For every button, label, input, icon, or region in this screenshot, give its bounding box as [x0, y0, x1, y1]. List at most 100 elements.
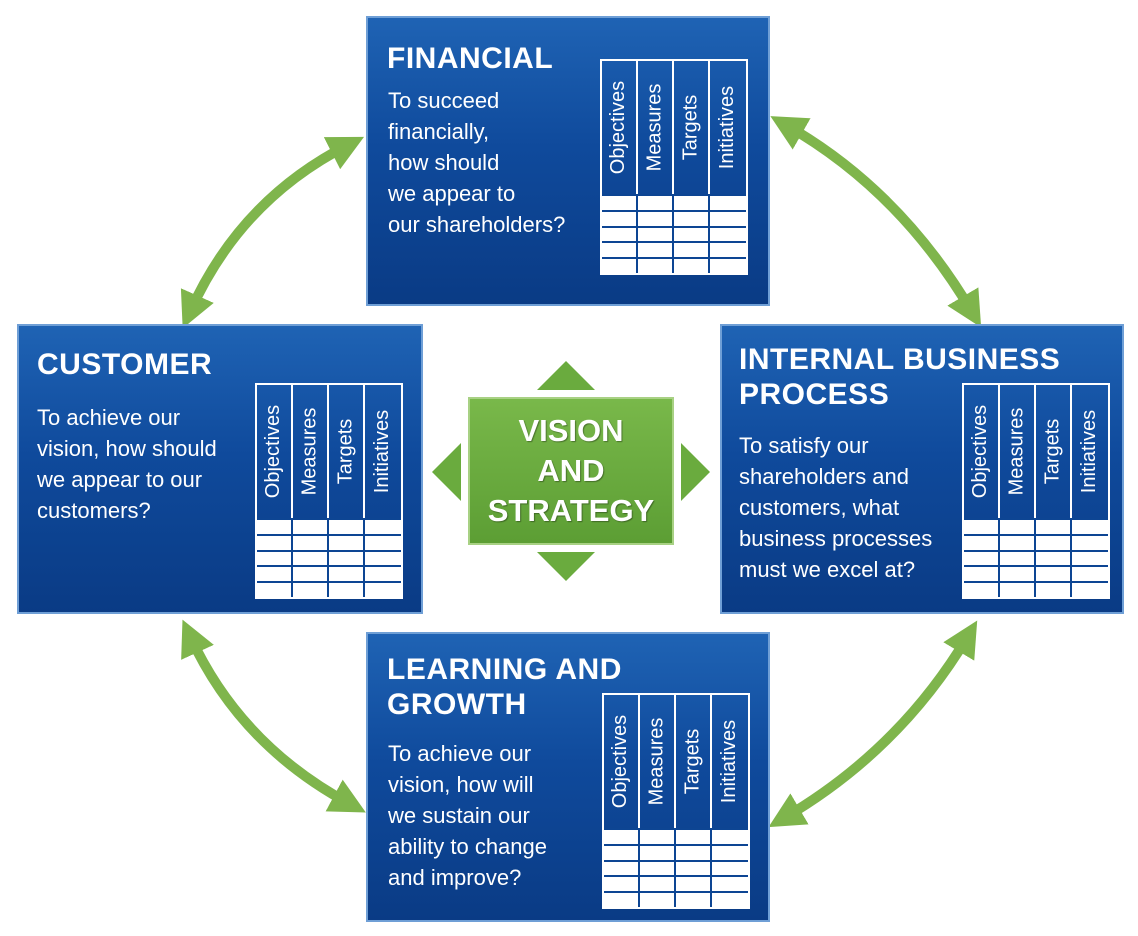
table-cell	[640, 859, 676, 876]
financial-title: FINANCIAL	[387, 42, 554, 75]
table-cell	[674, 209, 710, 226]
table-cell	[710, 257, 746, 273]
table-cell	[602, 194, 638, 210]
financial-table: Objectives Measures Targets Initiatives	[600, 59, 748, 275]
table-cell	[602, 257, 638, 273]
table-cell	[1000, 518, 1036, 534]
table-cell	[329, 518, 365, 534]
perspective-internal-business-process: INTERNAL BUSINESS PROCESS To satisfy our…	[720, 324, 1124, 614]
table-cell	[365, 533, 401, 550]
table-cell	[293, 581, 329, 597]
table-cell	[964, 518, 1000, 534]
table-cell	[257, 549, 293, 566]
table-cell	[1036, 565, 1072, 582]
table-cell	[676, 828, 712, 844]
table-cell	[1036, 549, 1072, 566]
table-cell	[257, 565, 293, 582]
table-cell	[257, 533, 293, 550]
table-cell	[1072, 581, 1108, 597]
table-cell	[640, 875, 676, 892]
table-cell	[604, 875, 640, 892]
table-cell	[676, 859, 712, 876]
table-cell	[964, 533, 1000, 550]
header-measures: Measures	[638, 61, 674, 194]
table-cell	[964, 565, 1000, 582]
table-cell	[964, 581, 1000, 597]
table-cell	[712, 875, 748, 892]
customer-table: Objectives Measures Targets Initiatives	[255, 383, 403, 599]
table-cell	[638, 225, 674, 242]
header-targets: Targets	[676, 695, 712, 828]
financial-question: To succeed financially, how should we ap…	[388, 88, 566, 237]
arrow-internal-learning	[768, 620, 978, 828]
table-cell	[1072, 518, 1108, 534]
triangle-down-icon	[537, 552, 595, 581]
table-cell	[365, 581, 401, 597]
table-cell	[638, 241, 674, 258]
triangle-left-icon	[432, 443, 461, 501]
table-cell	[257, 581, 293, 597]
perspective-learning-and-growth: LEARNING AND GROWTH To achieve our visio…	[366, 632, 770, 922]
arrow-financial-internal	[770, 116, 982, 328]
table-cell	[1000, 565, 1036, 582]
table-cell	[710, 194, 746, 210]
table-cell	[640, 843, 676, 860]
perspective-customer: CUSTOMER To achieve our vision, how shou…	[17, 324, 423, 614]
table-cell	[257, 518, 293, 534]
customer-question: To achieve our vision, how should we app…	[37, 405, 217, 523]
table-cell	[602, 241, 638, 258]
header-measures: Measures	[1000, 385, 1036, 518]
table-cell	[602, 225, 638, 242]
table-cell	[604, 843, 640, 860]
table-cell	[604, 891, 640, 907]
table-cell	[674, 257, 710, 273]
table-cell	[365, 518, 401, 534]
table-cell	[710, 209, 746, 226]
table-cell	[676, 843, 712, 860]
table-cell	[640, 828, 676, 844]
table-cell	[638, 194, 674, 210]
learning-question: To achieve our vision, how will we susta…	[388, 741, 547, 890]
header-targets: Targets	[674, 61, 710, 194]
header-objectives: Objectives	[964, 385, 1000, 518]
table-cell	[638, 257, 674, 273]
table-cell	[638, 209, 674, 226]
table-cell	[964, 549, 1000, 566]
vision-and-strategy-box: VISION AND STRATEGY	[468, 397, 674, 545]
table-cell	[1072, 549, 1108, 566]
table-cell	[676, 891, 712, 907]
header-objectives: Objectives	[257, 385, 293, 518]
table-cell	[1036, 533, 1072, 550]
table-cell	[602, 209, 638, 226]
internal-table: Objectives Measures Targets Initiatives	[962, 383, 1110, 599]
table-cell	[712, 828, 748, 844]
arrow-customer-learning	[181, 619, 366, 813]
table-cell	[329, 565, 365, 582]
table-cell	[1000, 533, 1036, 550]
table-cell	[712, 843, 748, 860]
header-measures: Measures	[293, 385, 329, 518]
table-cell	[604, 859, 640, 876]
table-cell	[293, 549, 329, 566]
learning-table: Objectives Measures Targets Initiatives	[602, 693, 750, 909]
table-cell	[293, 565, 329, 582]
learning-title: LEARNING AND GROWTH	[387, 653, 622, 721]
vision-label: VISION AND STRATEGY	[487, 413, 655, 528]
table-cell	[710, 241, 746, 258]
table-cell	[1036, 581, 1072, 597]
arrow-financial-customer	[180, 136, 365, 329]
table-cell	[712, 891, 748, 907]
table-cell	[365, 565, 401, 582]
table-cell	[640, 891, 676, 907]
table-cell	[293, 533, 329, 550]
customer-title: CUSTOMER	[37, 348, 213, 381]
table-cell	[674, 225, 710, 242]
header-targets: Targets	[1036, 385, 1072, 518]
triangle-right-icon	[681, 443, 710, 501]
table-cell	[674, 241, 710, 258]
table-cell	[710, 225, 746, 242]
table-cell	[329, 581, 365, 597]
table-cell	[1072, 565, 1108, 582]
